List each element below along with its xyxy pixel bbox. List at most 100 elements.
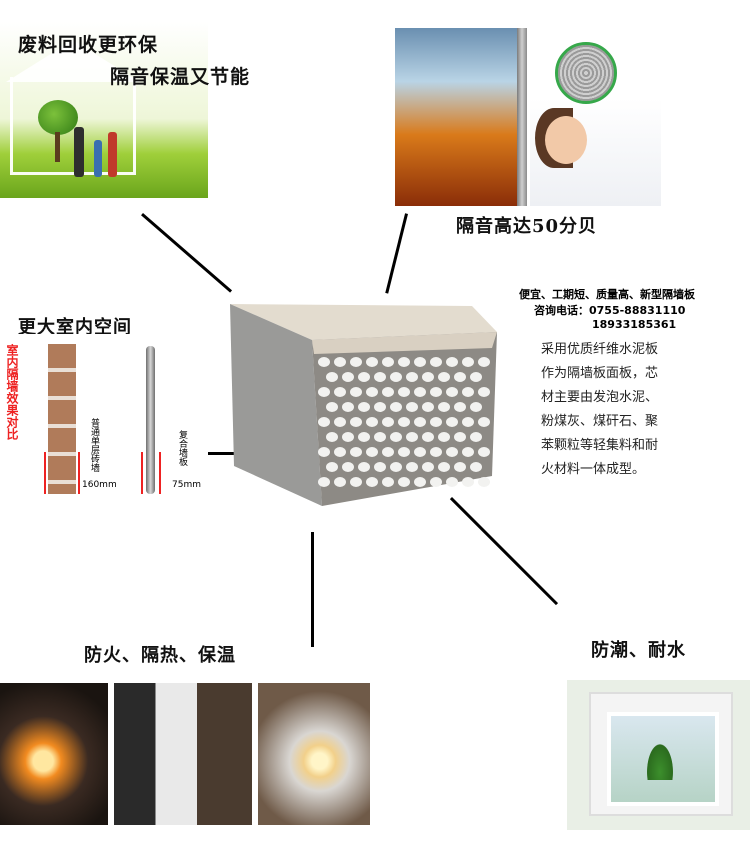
material-zoom-lens — [555, 42, 617, 104]
foam-bead — [318, 357, 330, 367]
foam-bead — [438, 462, 450, 472]
foam-bead — [446, 417, 458, 427]
woman-face — [545, 116, 587, 164]
foam-bead — [406, 432, 418, 442]
foam-bead — [462, 447, 474, 457]
foam-bead — [470, 402, 482, 412]
foam-bead — [422, 462, 434, 472]
foam-bead — [478, 417, 490, 427]
foam-bead — [430, 477, 442, 487]
description-line: 作为隔墙板面板，芯 — [541, 366, 659, 381]
composite-panel-label: 复合墙板 — [177, 430, 187, 466]
foam-bead — [462, 477, 474, 487]
foam-bead — [382, 477, 394, 487]
composite-panel-section — [146, 346, 155, 494]
flame-test-photo — [258, 683, 370, 825]
connector-line-bottom-left — [311, 532, 314, 647]
foam-bead — [374, 372, 386, 382]
brick-marker-left — [44, 452, 46, 494]
concert-crowd-photo — [395, 28, 523, 206]
foam-bead — [462, 417, 474, 427]
foam-bead — [366, 477, 378, 487]
foam-bead — [430, 447, 442, 457]
phone-label: 咨询电话： — [534, 304, 589, 317]
foam-bead — [462, 357, 474, 367]
foam-bead — [326, 432, 338, 442]
wall-section — [517, 28, 527, 206]
foam-bead — [462, 387, 474, 397]
foam-bead — [406, 402, 418, 412]
house-outline — [10, 77, 136, 175]
brick-wall-section — [48, 344, 76, 494]
foam-bead — [478, 447, 490, 457]
foam-bead — [406, 372, 418, 382]
family-figure-3 — [108, 132, 117, 177]
description-line: 苯颗粒等轻集料和耐 — [541, 438, 659, 453]
foam-bead — [382, 447, 394, 457]
brick-wall-label: 普通单层砖墙 — [89, 418, 99, 472]
soundproof-image — [395, 28, 661, 206]
foam-bead — [478, 357, 490, 367]
sound-heading: 隔音高达50分贝 — [456, 216, 598, 237]
foam-bead — [350, 387, 362, 397]
foam-bead — [390, 372, 402, 382]
foam-bead — [422, 432, 434, 442]
foam-bead — [422, 372, 434, 382]
foam-bead — [318, 387, 330, 397]
space-heading: 更大室内空间 — [18, 317, 132, 338]
phone-number-2: 18933185361 — [592, 318, 677, 331]
brick-marker-right — [78, 452, 80, 494]
panel-left-face — [230, 304, 322, 506]
tagline: 便宜、工期短、质量高、新型隔墙板 — [519, 288, 695, 301]
tree-trunk — [55, 132, 60, 162]
connector-line-top-left — [141, 213, 233, 293]
foam-bead — [438, 372, 450, 382]
foam-bead — [470, 432, 482, 442]
foam-bead — [318, 417, 330, 427]
foam-bead — [358, 372, 370, 382]
description-line: 火材料一体成型。 — [541, 462, 646, 477]
foam-bead — [454, 372, 466, 382]
foam-bead — [358, 402, 370, 412]
foam-bead — [414, 387, 426, 397]
foam-bead — [358, 462, 370, 472]
foam-bead — [334, 447, 346, 457]
foam-bead — [374, 402, 386, 412]
foam-bead — [430, 387, 442, 397]
foam-bead — [382, 417, 394, 427]
cutting-sparks-photo — [0, 683, 108, 825]
water-heading: 防潮、耐水 — [591, 640, 686, 661]
foam-bead — [390, 402, 402, 412]
family-figure-1 — [74, 127, 84, 177]
foam-bead — [430, 357, 442, 367]
foam-bead — [366, 447, 378, 457]
foam-bead — [446, 447, 458, 457]
foam-bead — [350, 357, 362, 367]
foam-bead — [350, 417, 362, 427]
foam-bead — [414, 357, 426, 367]
description-line: 采用优质纤维水泥板 — [541, 342, 659, 357]
eco-house-image — [0, 22, 208, 198]
tree-icon — [38, 100, 78, 135]
foam-bead — [446, 477, 458, 487]
foam-bead — [470, 462, 482, 472]
product-description: 采用优质纤维水泥板 作为隔墙板面板，芯 材主要由发泡水泥、 粉煤灰、煤矸石、聚 … — [541, 338, 658, 482]
comparison-side-label: 室内隔墙效果对比 — [5, 344, 19, 440]
foam-bead — [366, 417, 378, 427]
house-roof-outline — [6, 40, 140, 82]
connector-line-top-right — [385, 213, 408, 294]
foam-bead — [342, 402, 354, 412]
foam-bead — [430, 417, 442, 427]
foam-bead — [422, 402, 434, 412]
foam-bead — [342, 432, 354, 442]
foam-bead — [358, 432, 370, 442]
foam-bead — [334, 357, 346, 367]
foam-bead — [446, 357, 458, 367]
foam-bead — [326, 402, 338, 412]
foam-bead — [334, 417, 346, 427]
phone-number-1: 0755-88831110 — [589, 304, 686, 317]
foam-bead — [478, 477, 490, 487]
foam-bead — [334, 477, 346, 487]
panel-marker-right — [159, 452, 161, 494]
panel-top-face — [230, 304, 497, 340]
